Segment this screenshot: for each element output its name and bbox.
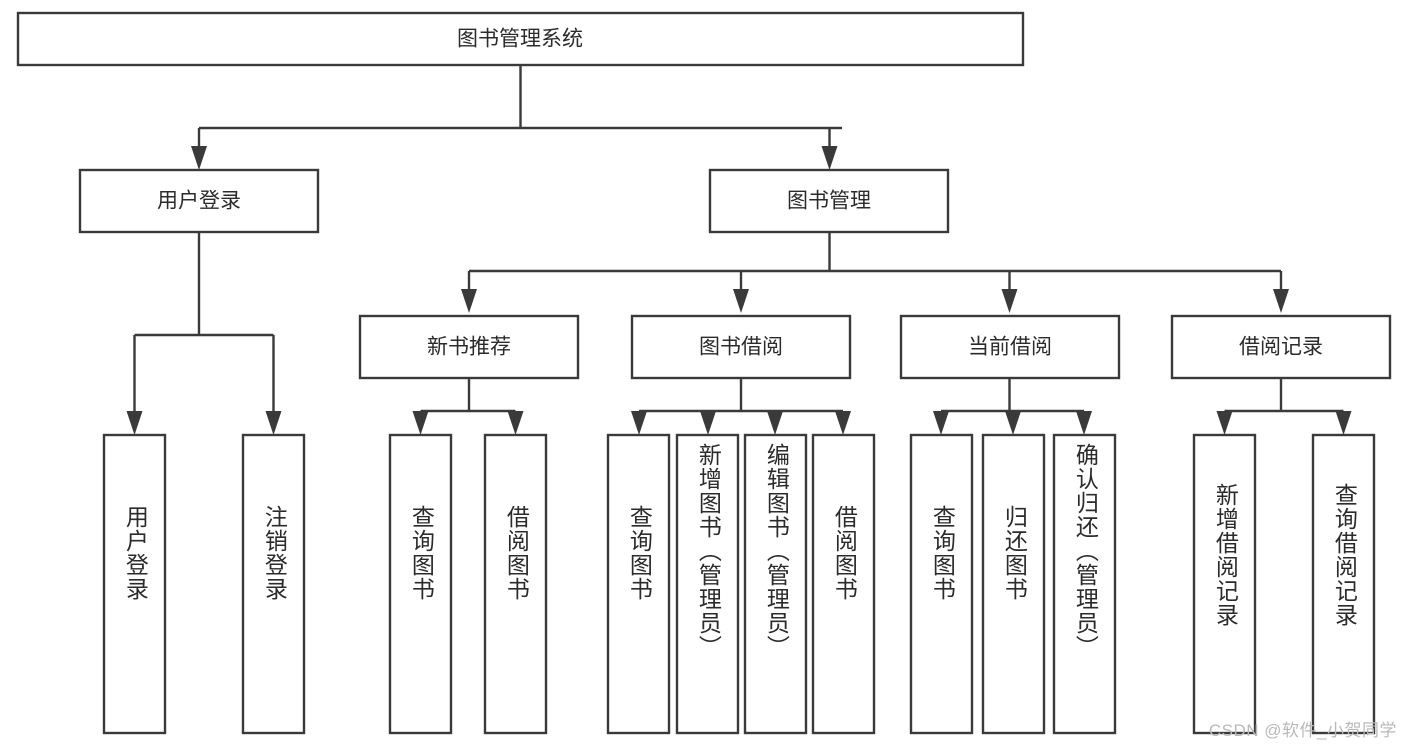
arrow-head-leaf-c3 (1076, 411, 1092, 435)
arrow-head-new-book (461, 289, 477, 313)
leaf-box-query-book-borrow[interactable] (606, 433, 671, 735)
leaf-box-add-borrow-record[interactable] (1192, 433, 1257, 735)
connector-borrowrecord-to-leaves (1216, 378, 1352, 435)
leaf-box-borrow-book-recommend[interactable] (483, 433, 548, 735)
leaf-box-confirm-return-admin[interactable] (1052, 433, 1117, 735)
node-new-book-recommend-box[interactable] (358, 314, 580, 380)
node-current-borrow[interactable]: 当前借阅 (899, 314, 1121, 380)
leaf-box-query-borrow-record[interactable] (1311, 433, 1376, 735)
node-user-login-label: 用户登录 (157, 190, 241, 213)
node-book-manage-label: 图书管理 (787, 190, 871, 213)
connector-userlogin-to-leaves (126, 232, 282, 435)
arrow-head-leaf-b3 (767, 411, 783, 435)
arrow-head-leaf-n2 (507, 411, 524, 435)
arrow-head-leaf-u1 (126, 411, 143, 435)
node-user-login[interactable]: 用户登录 (78, 168, 320, 234)
watermark: CSDN @软件_小贺同学 (1208, 721, 1397, 740)
node-book-manage[interactable]: 图书管理 (708, 168, 950, 234)
node-user-login-box[interactable] (78, 168, 320, 234)
node-book-borrow[interactable]: 图书借阅 (630, 314, 852, 380)
arrow-head-leaf-c2 (1005, 411, 1021, 435)
node-root-system-label: 图书管理系统 (457, 28, 583, 51)
connector-root-to-level2 (191, 65, 842, 170)
node-new-book-recommend-label: 新书推荐 (427, 336, 511, 359)
arrow-head-leaf-r1 (1216, 411, 1233, 435)
node-book-manage-box[interactable] (708, 168, 950, 234)
leaf-box-user-login[interactable] (102, 433, 167, 735)
arrow-head-current-borrow (1001, 289, 1018, 313)
leaf-box-return-book[interactable] (981, 433, 1046, 735)
leaf-box-edit-book-admin[interactable] (743, 433, 808, 735)
leaf-box-borrow-book[interactable] (811, 433, 876, 735)
arrow-head-leaf-n1 (412, 411, 429, 435)
arrow-head-borrow-record (1273, 289, 1289, 313)
node-root-system-box[interactable] (16, 11, 1025, 67)
arrow-head-book-manage (821, 146, 838, 170)
node-borrow-record-label: 借阅记录 (1239, 336, 1323, 359)
arrow-head-leaf-b1 (631, 411, 647, 435)
arrow-head-leaf-c1 (933, 411, 949, 435)
arrow-head-book-borrow (733, 289, 749, 313)
arrow-head-leaf-b4 (835, 411, 851, 435)
node-new-book-recommend[interactable]: 新书推荐 (358, 314, 580, 380)
node-book-borrow-box[interactable] (630, 314, 852, 380)
leaf-boxes (102, 433, 1376, 735)
node-current-borrow-label: 当前借阅 (968, 336, 1052, 359)
node-book-borrow-label: 图书借阅 (699, 336, 783, 359)
connector-bookmanage-to-level3 (461, 232, 1289, 313)
leaf-box-logout[interactable] (241, 433, 306, 735)
node-borrow-record-box[interactable] (1170, 314, 1392, 380)
connector-currentborrow-to-leaves (933, 378, 1092, 435)
node-current-borrow-box[interactable] (899, 314, 1121, 380)
arrow-head-leaf-r2 (1335, 411, 1352, 435)
arrow-head-leaf-b2 (700, 411, 716, 435)
leaf-box-query-book-recommend[interactable] (388, 433, 453, 735)
node-borrow-record[interactable]: 借阅记录 (1170, 314, 1392, 380)
connector-bookborrow-to-leaves (631, 378, 851, 435)
leaf-box-query-book-current[interactable] (909, 433, 974, 735)
node-root-system[interactable]: 图书管理系统 (16, 11, 1025, 67)
connector-newbook-to-leaves (412, 378, 524, 435)
leaf-box-add-book-admin[interactable] (675, 433, 740, 735)
arrow-head-user-login (191, 146, 207, 170)
arrow-head-leaf-u2 (265, 411, 282, 435)
